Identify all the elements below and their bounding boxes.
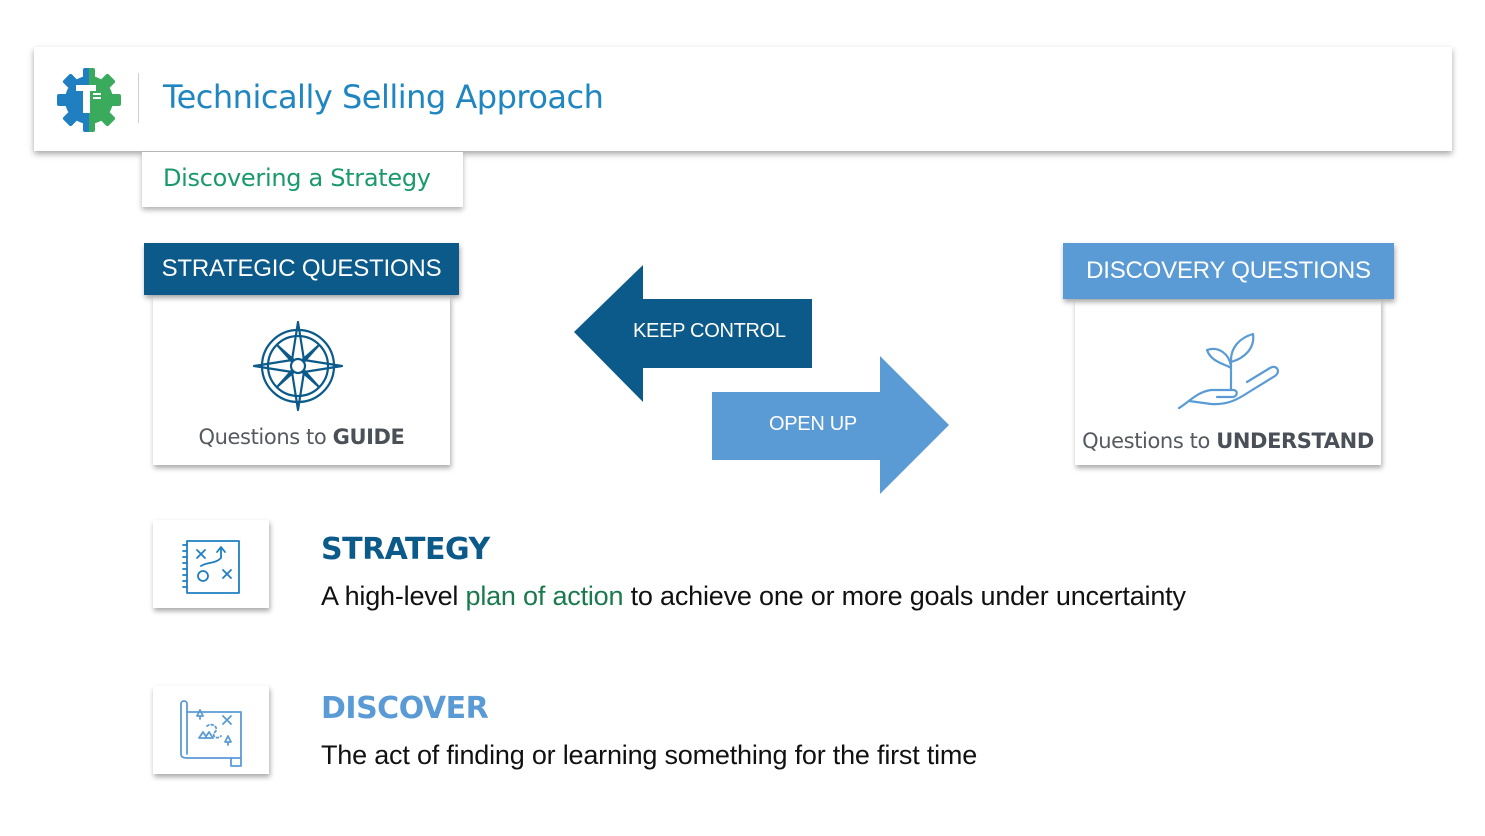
arrows-diagram — [570, 262, 955, 498]
strategic-caption-emphasis: GUIDE — [332, 425, 405, 449]
discover-definition: The act of finding or learning something… — [321, 740, 978, 770]
discover-icon-box — [153, 686, 269, 774]
strategy-definition: A high-level plan of action to achieve o… — [321, 581, 1186, 612]
strategic-caption-prefix: Questions to — [198, 425, 333, 449]
discovery-questions-card: Questions to UNDERSTAND — [1075, 300, 1381, 465]
keep-control-label: KEEP CONTROL — [633, 320, 786, 342]
strategic-caption: Questions to GUIDE — [153, 425, 450, 449]
gear-logo-icon — [56, 67, 122, 133]
header-bar: Technically Selling Approach — [34, 47, 1452, 151]
strategic-questions-header: STRATEGIC QUESTIONS — [144, 243, 459, 295]
treasure-map-icon — [180, 700, 242, 767]
discovery-caption-prefix: Questions to — [1082, 429, 1217, 453]
compass-icon — [250, 318, 346, 414]
discovery-questions-header: DISCOVERY QUESTIONS — [1063, 243, 1394, 299]
strategy-text-highlight: plan of action — [465, 581, 624, 611]
strategy-text-before: A high-level — [321, 581, 466, 611]
keep-control-arrow — [574, 265, 812, 402]
hand-plant-icon — [1175, 330, 1285, 414]
subtitle-text: Discovering a Strategy — [163, 164, 431, 192]
open-up-label: OPEN UP — [769, 413, 857, 435]
strategy-playbook-icon — [182, 540, 240, 594]
header-divider — [138, 73, 139, 123]
page-title: Technically Selling Approach — [163, 78, 604, 116]
open-up-arrow — [712, 356, 949, 494]
strategic-questions-card: Questions to GUIDE — [153, 296, 450, 465]
subtitle-tab: Discovering a Strategy — [142, 152, 463, 207]
strategy-icon-box — [153, 520, 269, 608]
discover-title: DISCOVER — [321, 691, 489, 726]
strategy-text-after: to achieve one or more goals under uncer… — [623, 581, 1186, 611]
discovery-caption-emphasis: UNDERSTAND — [1216, 429, 1374, 453]
discovery-caption: Questions to UNDERSTAND — [1075, 429, 1381, 453]
strategy-title: STRATEGY — [321, 532, 490, 567]
